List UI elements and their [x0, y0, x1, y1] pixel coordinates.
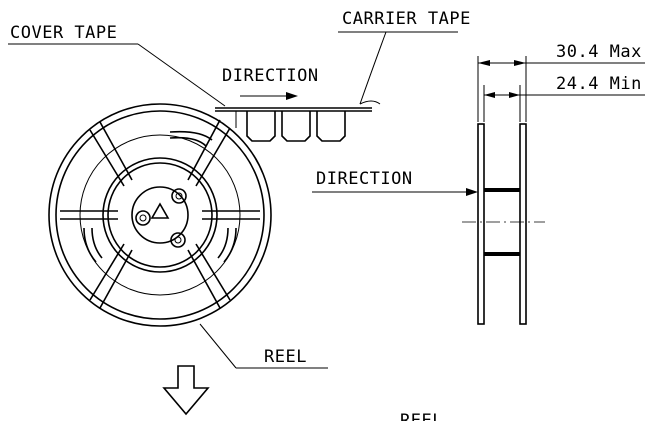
dimension-max-value: 30.4 Max: [556, 42, 642, 62]
dimension-max: 30.4 Max: [477, 42, 645, 122]
direction-side-label: DIRECTION: [316, 169, 413, 189]
reel-label: REEL: [264, 347, 307, 367]
hub-hole: [170, 232, 186, 248]
cover-tape-label: COVER TAPE: [10, 23, 117, 43]
reel-callout: REEL: [199, 323, 328, 369]
carrier-tape: [215, 107, 372, 142]
hub-hole: [171, 188, 187, 204]
down-arrow-icon: [162, 365, 210, 416]
direction-side-callout: DIRECTION: [312, 169, 478, 196]
carrier-tape-label: CARRIER TAPE: [342, 9, 471, 29]
direction-top-label: DIRECTION: [222, 66, 319, 86]
cover-tape-callout: COVER TAPE: [8, 23, 226, 107]
reel-spokes: [60, 119, 260, 309]
reel-cut-label: REEL: [400, 411, 443, 421]
reel-front-view: [48, 103, 272, 327]
dimension-min: 24.4 Min: [483, 74, 645, 122]
hub-hole: [135, 210, 151, 226]
direction-top-callout: DIRECTION: [222, 66, 319, 100]
dimension-min-value: 24.4 Min: [556, 74, 642, 94]
reel-side-view: [462, 123, 545, 325]
carrier-tape-callout: CARRIER TAPE: [338, 9, 471, 105]
